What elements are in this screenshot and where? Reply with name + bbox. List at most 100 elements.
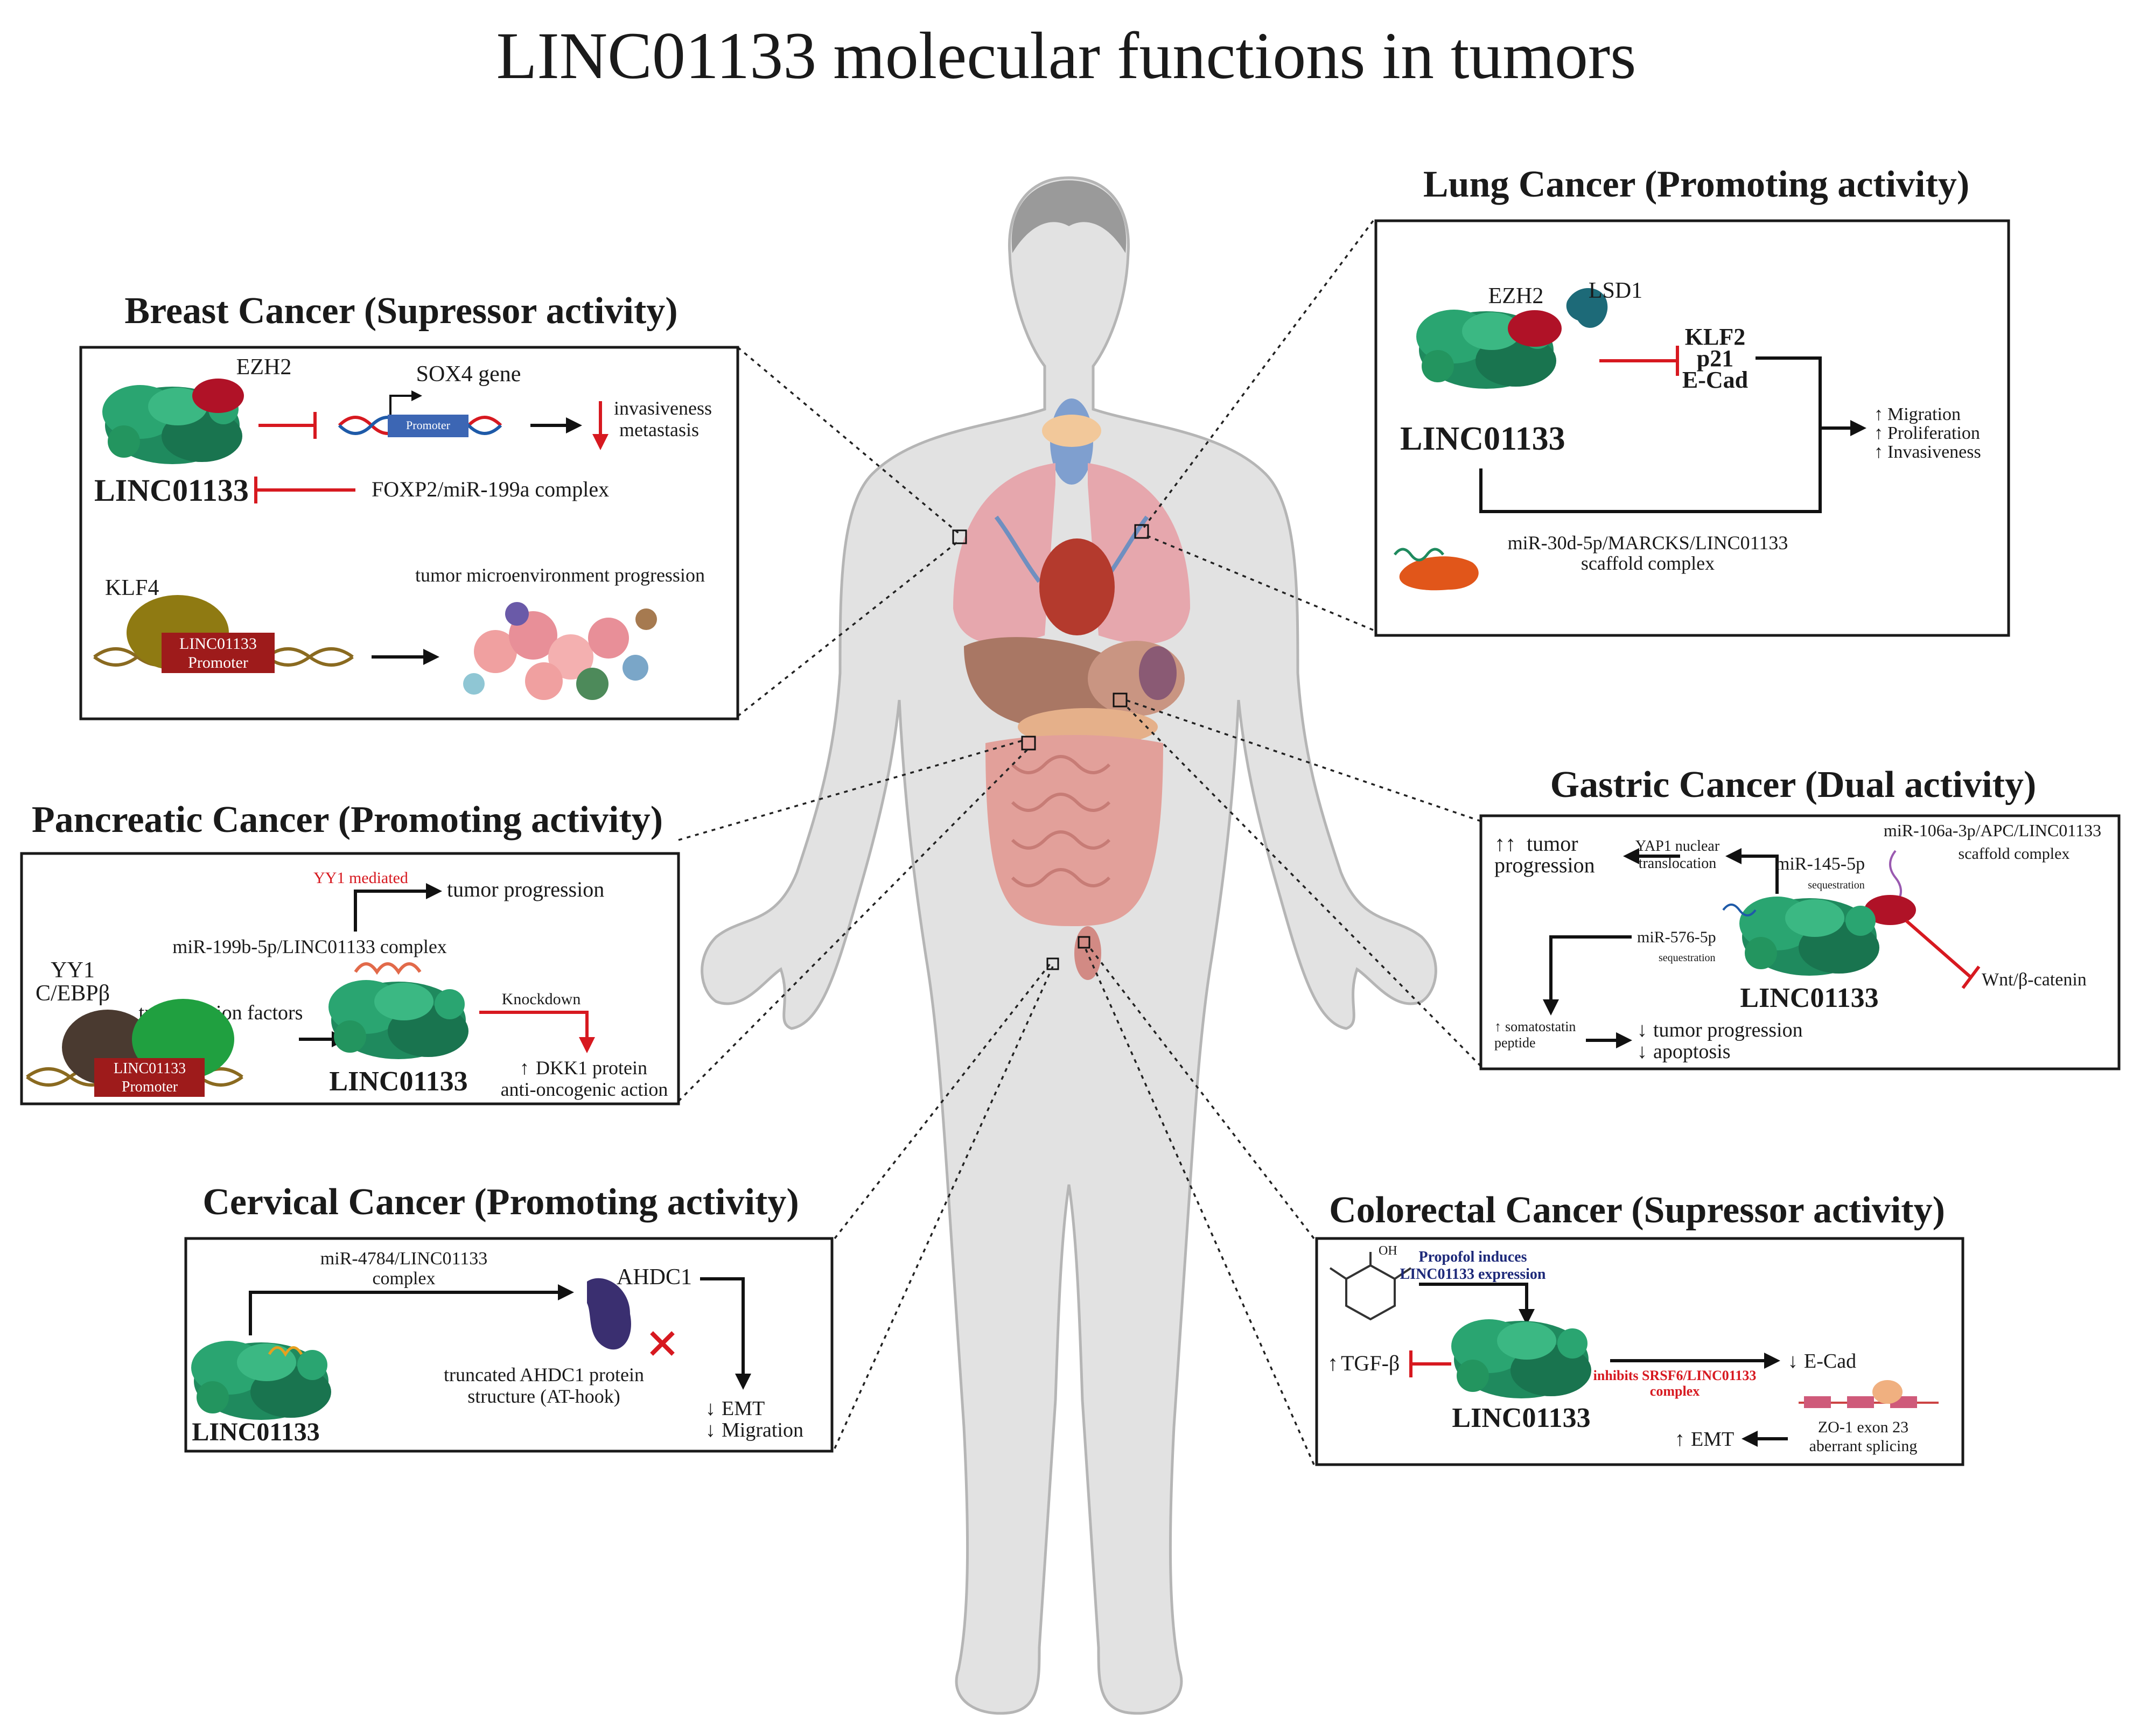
up-icon: ↑ xyxy=(520,1057,529,1079)
metastasis-label: metastasis xyxy=(619,419,699,440)
ecad-label: E-Cad xyxy=(1804,1350,1856,1373)
yy1-mediated-label: YY1 mediated xyxy=(313,869,408,887)
propofol-label: Propofol induces xyxy=(1419,1249,1527,1265)
colorectal-linc-label: LINC01133 xyxy=(1452,1403,1590,1433)
promoter-box xyxy=(162,633,275,673)
lung-title: Lung Cancer (Promoting activity) xyxy=(1423,164,1969,205)
mir30d-label: miR-30d-5p/MARCKS/LINC01133 xyxy=(1508,532,1788,554)
sox4-label: SOX4 gene xyxy=(416,362,521,387)
colorectal-box xyxy=(1315,1237,1964,1466)
ahdc1-protein-icon xyxy=(587,1278,631,1350)
tumor-microenvironment-illustration xyxy=(463,602,657,700)
tumor-progression-label: tumor progression xyxy=(1653,1019,1803,1041)
promoter-linc-label: LINC01133 xyxy=(179,635,257,653)
truncation-x-icon xyxy=(650,1331,675,1356)
mir576-label: miR-576-5p xyxy=(1637,928,1716,946)
breast-linc-label: LINC01133 xyxy=(94,473,249,508)
yap1-label: YAP1 nuclear xyxy=(1635,838,1720,855)
linc01133-rna-icon xyxy=(191,1341,331,1420)
pancreatic-title: Pancreatic Cancer (Promoting activity) xyxy=(32,799,663,841)
inhibition-arrow xyxy=(1409,1350,1451,1377)
klf2-label: KLF2 xyxy=(1685,324,1745,350)
invasiveness-label: invasiveness xyxy=(614,397,712,419)
promoter-small-label: Promoter xyxy=(406,418,451,432)
svg-text:↑: ↑ xyxy=(1874,442,1883,462)
dkk1-label: DKK1 protein xyxy=(536,1057,647,1079)
pancreatic-cancer-panel: Pancreatic Cancer (Promoting activity) Y… xyxy=(20,799,680,1105)
connector-lines xyxy=(677,220,1482,1465)
knockdown-label: Knockdown xyxy=(502,990,581,1008)
tme-label: tumor microenvironment progression xyxy=(415,564,705,586)
up-icon: ↑ xyxy=(1494,1019,1501,1034)
zo1-splicing-icon xyxy=(1799,1380,1939,1408)
anti-oncogenic-label: anti-oncogenic action xyxy=(501,1079,668,1100)
gastric-cancer-panel: Gastric Cancer (Dual activity) ↑↑ tumor … xyxy=(1479,764,2121,1070)
svg-text:↓: ↓ xyxy=(1788,1350,1798,1373)
aberrant-splicing-label: aberrant splicing xyxy=(1809,1437,1918,1455)
arrow xyxy=(700,1277,751,1390)
invasiveness-label: Invasiveness xyxy=(1887,442,1981,462)
srsf6-complex-label: complex xyxy=(1650,1383,1700,1399)
mir4784-label: miR-4784/LINC01133 xyxy=(320,1249,487,1269)
cervical-cancer-panel: Cervical Cancer (Promoting activity) miR… xyxy=(184,1181,834,1453)
inhibition-arrow xyxy=(258,412,317,439)
promoter-label: Promoter xyxy=(188,654,248,671)
tgfb-label: TGF-β xyxy=(1341,1351,1400,1375)
complex-label: complex xyxy=(372,1269,435,1289)
svg-text:↑: ↑ xyxy=(1675,1428,1685,1451)
structure-label: structure (AT-hook) xyxy=(467,1385,620,1407)
ecad-label: E-Cad xyxy=(1682,367,1748,393)
arrow xyxy=(249,1284,574,1335)
tumor-label: tumor xyxy=(1527,831,1578,856)
promoter-box xyxy=(94,1058,205,1097)
mirna-hairpin-icon xyxy=(268,1346,303,1357)
lung-cancer-panel: Lung Cancer (Promoting activity) EZH2 LS… xyxy=(1374,164,2010,637)
main-title: LINC01133 molecular functions in tumors xyxy=(496,19,1637,93)
sox4-dna-icon xyxy=(338,390,502,437)
scaffold-label: scaffold complex xyxy=(1581,552,1715,574)
arrow xyxy=(1543,935,1632,1016)
cervical-linc-label: LINC01133 xyxy=(192,1418,319,1446)
truncated-label: truncated AHDC1 protein xyxy=(444,1364,644,1385)
inhibition-arrow xyxy=(1905,919,1981,989)
inhibition-arrow-2 xyxy=(254,477,355,503)
klf4-label: KLF4 xyxy=(105,576,159,600)
somatostatin-label: somatostatin xyxy=(1505,1019,1576,1034)
feedback-line xyxy=(1479,356,1822,513)
linc01133-rna-icon xyxy=(1451,1319,1591,1398)
knockdown-arrow xyxy=(479,1011,595,1053)
peptide-label: peptide xyxy=(1494,1035,1536,1051)
human-body-illustration xyxy=(701,176,1437,1715)
gastric-linc-label: LINC01133 xyxy=(1740,983,1878,1013)
arrow xyxy=(354,883,442,932)
progression-label: progression xyxy=(1494,853,1595,877)
p21-label: p21 xyxy=(1697,345,1733,372)
svg-text:↓: ↓ xyxy=(1637,1040,1647,1063)
breast-ezh2-label: EZH2 xyxy=(236,355,292,380)
apoptosis-label: apoptosis xyxy=(1653,1040,1731,1063)
scaffold-complex-label: scaffold complex xyxy=(1959,845,2070,863)
gastric-title: Gastric Cancer (Dual activity) xyxy=(1550,764,2037,806)
lsd1-protein-icon xyxy=(1566,288,1608,328)
svg-text:↓: ↓ xyxy=(705,1419,716,1441)
mirna-icon xyxy=(1394,548,1444,562)
up-icon: ↑ xyxy=(1327,1351,1338,1375)
mir106a-label: miR-106a-3p/APC/LINC01133 xyxy=(1884,821,2101,840)
emt-label: EMT xyxy=(1691,1428,1734,1451)
cervical-title: Cervical Cancer (Promoting activity) xyxy=(202,1181,799,1223)
breast-cancer-panel: Breast Cancer (Supressor activity) EZH2 … xyxy=(79,290,739,720)
yy1-label: YY1 xyxy=(51,958,95,983)
lung-ezh2-label: EZH2 xyxy=(1488,284,1544,309)
lung-linc-label: LINC01133 xyxy=(1400,421,1565,457)
mirna-hairpin-icon xyxy=(354,962,422,975)
migration-label: Migration xyxy=(722,1419,803,1441)
ezh2-protein-icon xyxy=(192,379,244,413)
srsf6-label: inhibits SRSF6/LINC01133 xyxy=(1593,1368,1757,1383)
propofol-structure-icon xyxy=(1329,1252,1412,1321)
mirna-icon-2 xyxy=(1722,904,1757,916)
lung-box xyxy=(1374,219,2010,637)
pancreatic-linc-label: LINC01133 xyxy=(329,1066,467,1097)
sequestration-label-2: sequestration xyxy=(1659,952,1716,964)
marcks-protein-icon xyxy=(1399,556,1479,591)
